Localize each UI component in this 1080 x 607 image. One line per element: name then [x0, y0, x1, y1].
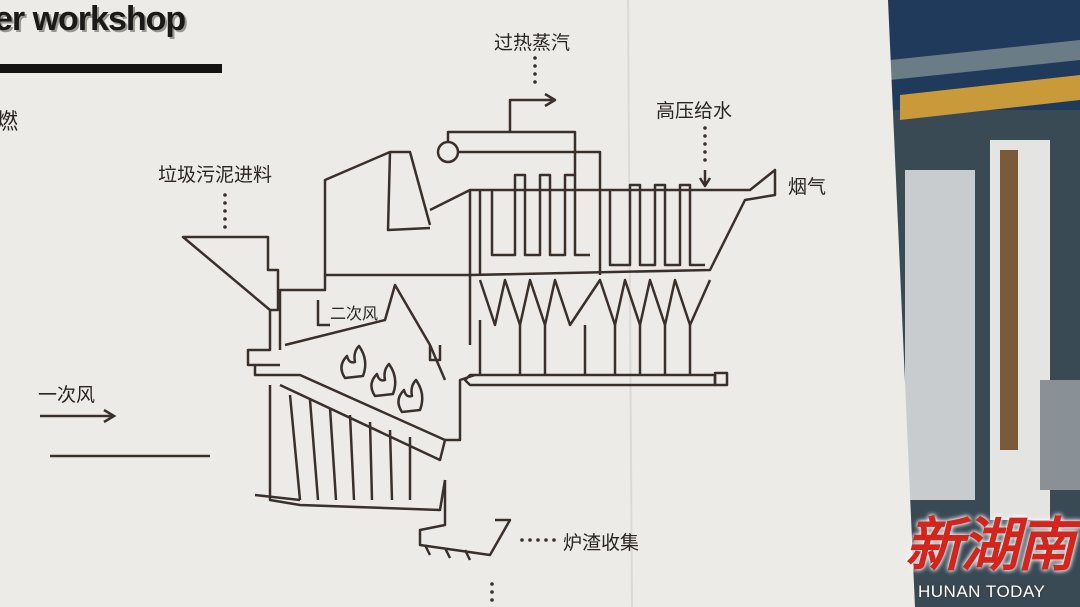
ash-conveyor — [463, 373, 717, 387]
conveyor-end — [713, 371, 729, 387]
railing — [900, 75, 1080, 120]
convection-pass — [469, 168, 777, 277]
rusted-column — [1000, 150, 1018, 450]
panel-seam — [627, 0, 633, 607]
steel-beam — [890, 40, 1080, 80]
workshop-title: er workshop — [0, 0, 186, 38]
secondary-air-nozzle — [316, 300, 330, 327]
feedwater-arrow — [698, 170, 712, 188]
hopper-pipes — [478, 320, 692, 375]
label-high-pressure-feedwater: 高压给水 — [656, 100, 733, 122]
label-primary-air: 一次风 — [38, 384, 96, 406]
combustion-chamber — [284, 283, 447, 381]
railing-lower — [1040, 380, 1080, 490]
feed-chute — [246, 310, 280, 367]
furnace-inner — [386, 151, 431, 232]
label-slag-collection: 炉渣收集 — [563, 532, 640, 554]
pass-walls — [478, 190, 602, 275]
watermark-logo-chinese: 新湖南 — [905, 511, 1075, 579]
slag-outlet — [418, 480, 512, 557]
title-underline — [0, 64, 222, 73]
ash-plate — [254, 493, 301, 502]
ash-hoppers — [468, 275, 712, 345]
steam-arrowhead — [544, 92, 557, 108]
furnace-shell — [278, 150, 432, 350]
watermark-logo-english: HUNAN TODAY — [918, 582, 1046, 601]
steam-piping — [446, 98, 602, 190]
white-wall-panel — [905, 170, 975, 500]
label-superheated-steam: 过热蒸汽 — [494, 32, 571, 54]
label-waste-sludge-feed: 垃圾污泥进料 — [158, 164, 273, 186]
flame-icon — [397, 378, 424, 414]
sign-board — [0, 0, 915, 607]
leader-dots — [223, 56, 707, 602]
flame-icon — [340, 344, 367, 380]
label-flue-gas: 烟气 — [788, 176, 827, 198]
superheater-coils — [490, 173, 590, 257]
cut-off-text: 燃 — [0, 110, 19, 135]
grate-box — [268, 385, 447, 512]
economizer-coils — [608, 183, 705, 267]
grate-bars — [288, 394, 412, 501]
primary-air-arrowhead — [103, 408, 117, 424]
grate-top — [253, 365, 447, 462]
boiler-schematic — [181, 92, 777, 561]
flame-icon — [370, 362, 397, 398]
small-hopper — [428, 345, 442, 362]
label-secondary-air: 二次风 — [330, 304, 379, 323]
slag-legs — [423, 544, 472, 561]
